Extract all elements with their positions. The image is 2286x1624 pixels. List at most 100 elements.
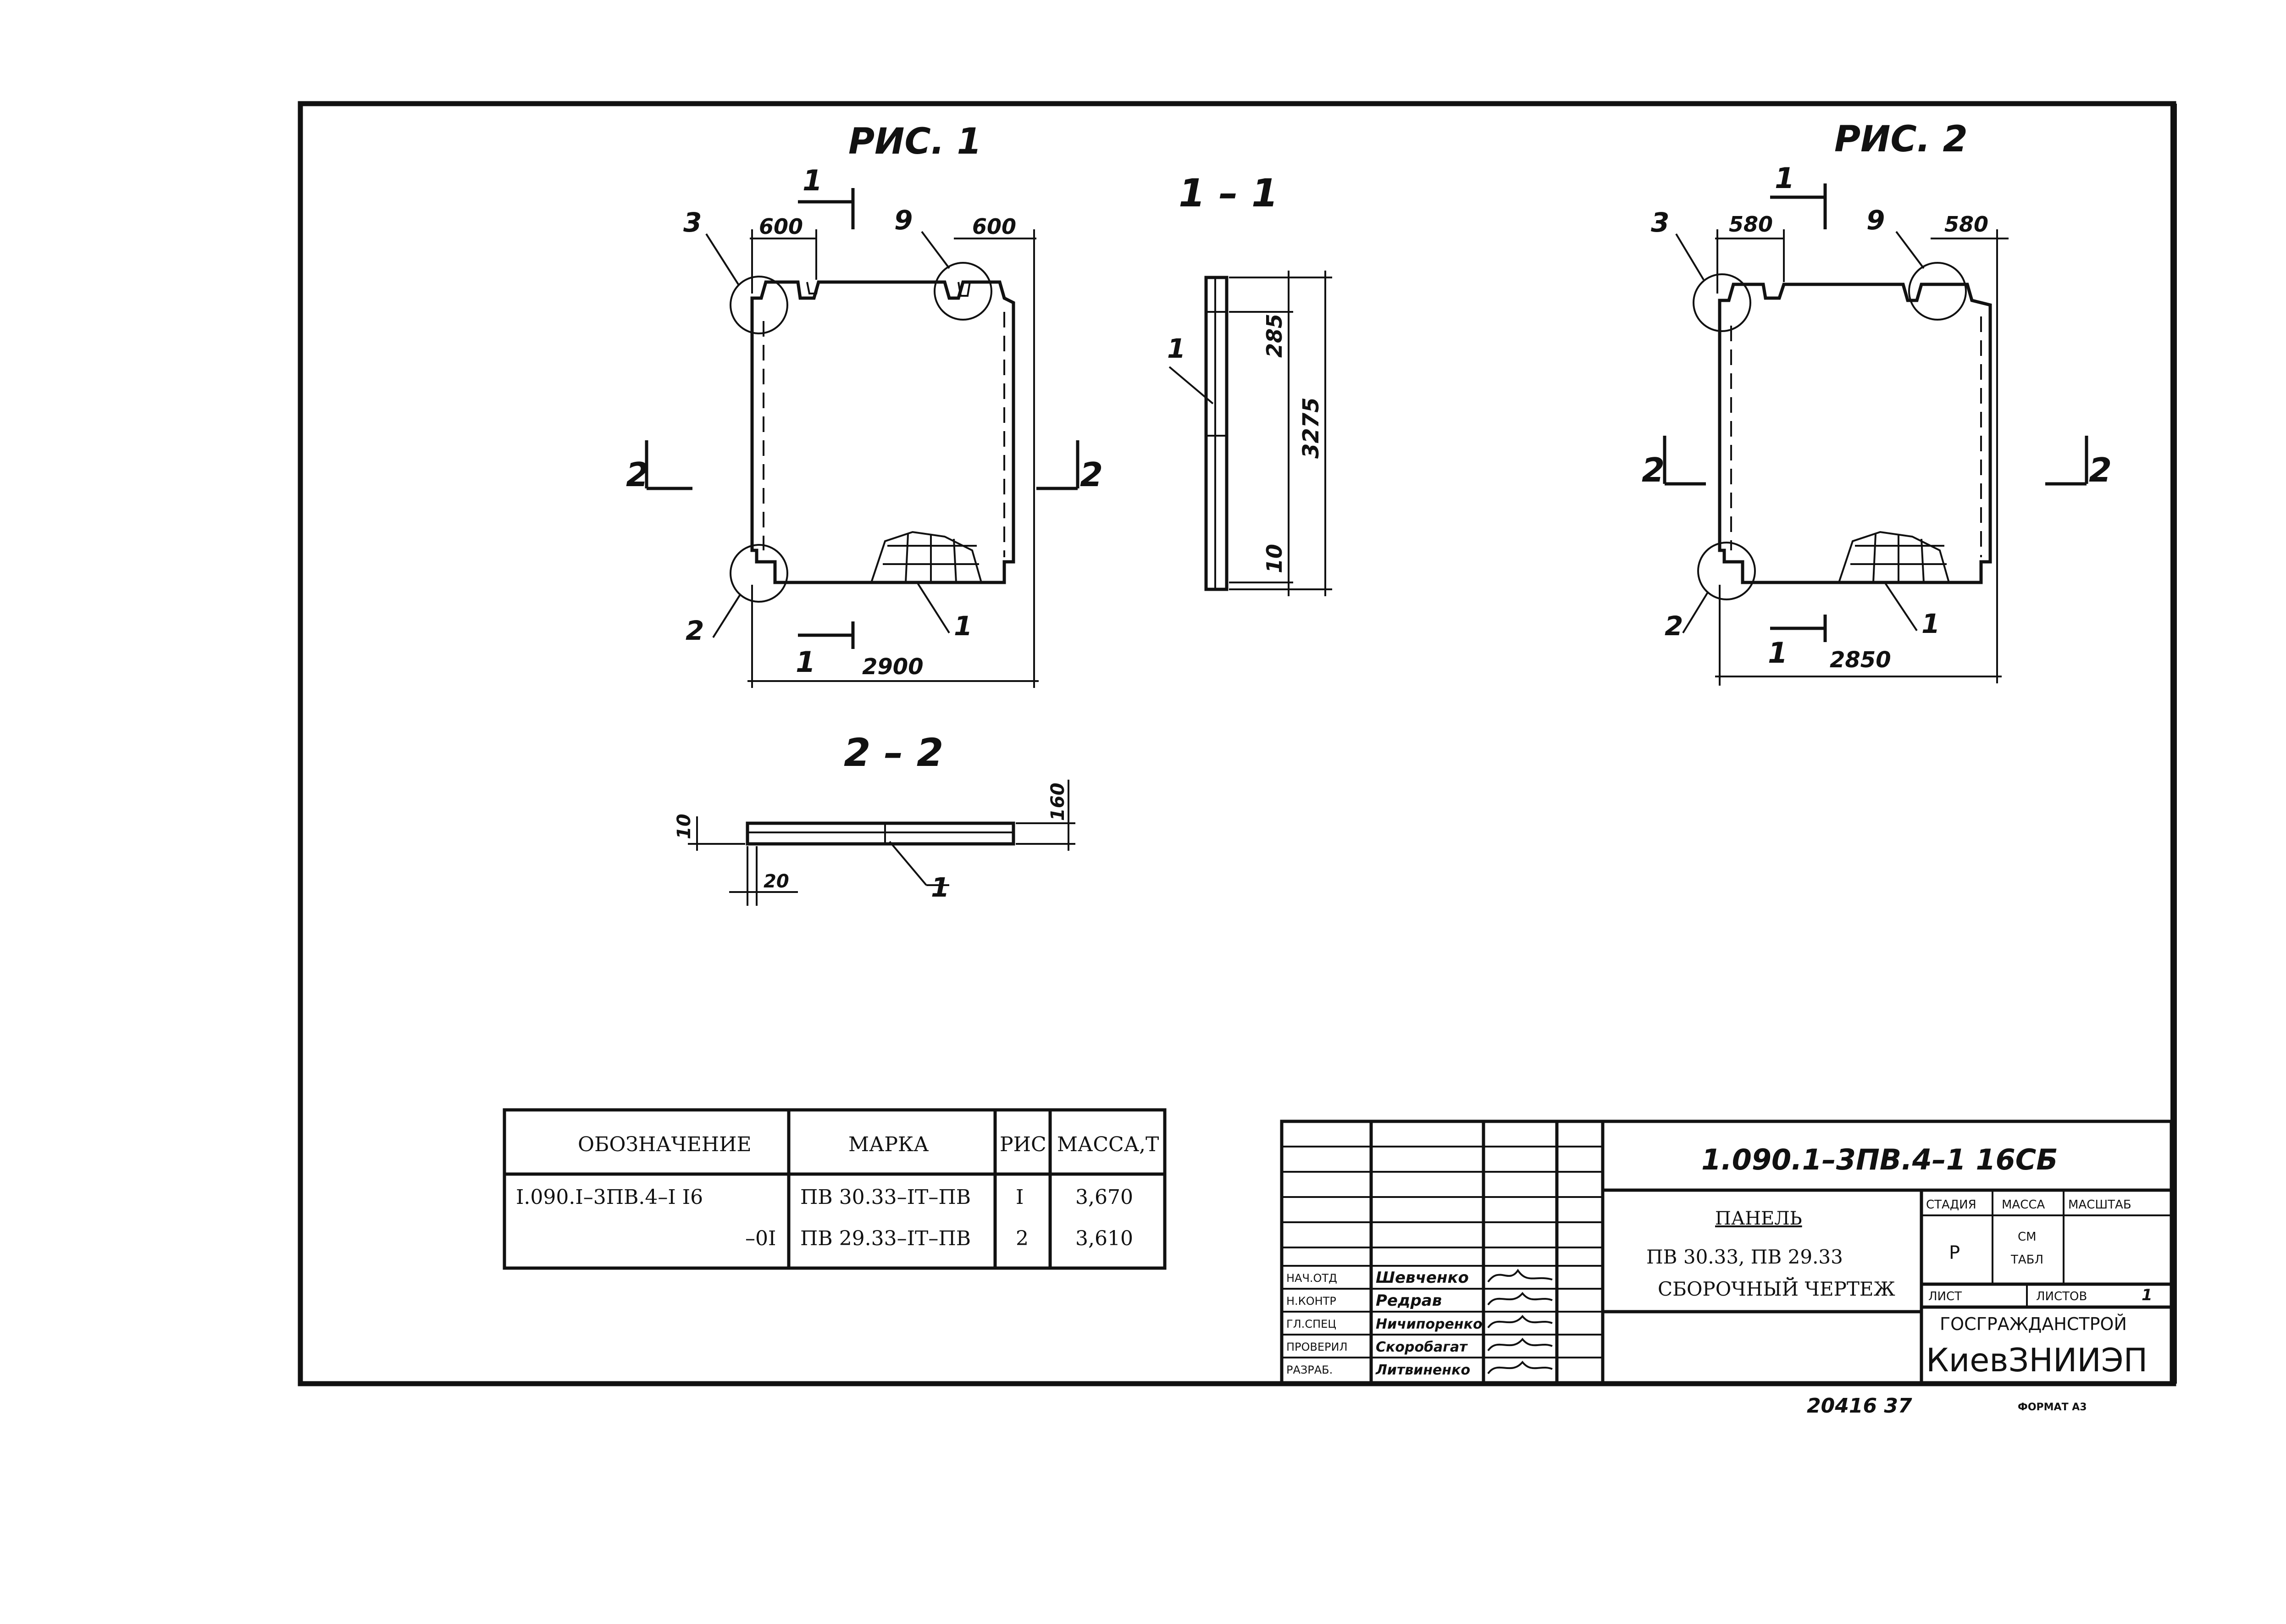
signature-scribble	[1487, 1360, 1553, 1375]
row1-mass: 3,670	[1075, 1186, 1133, 1209]
dim-3275: 3275	[1298, 397, 1324, 459]
row2-fig: 2	[1016, 1227, 1029, 1250]
callout-9: 9	[1866, 205, 1885, 236]
mass-label: МАССА	[2002, 1198, 2045, 1212]
leader	[1884, 582, 1918, 632]
doc-code: 1.090.1–3ПВ.4–1 16СБ	[1701, 1143, 2058, 1176]
leader	[712, 593, 742, 638]
section-2-2-title: 2 – 2	[844, 730, 943, 775]
side-mark-right: 2	[2089, 451, 2112, 489]
section-mark-bottom: 1	[1768, 636, 1788, 670]
dim-10: 10	[1262, 544, 1287, 573]
row2-mass: 3,610	[1075, 1227, 1133, 1250]
dim-160: 160	[1047, 783, 1068, 821]
mesh-line	[953, 538, 957, 583]
figure-1-title: РИС. 1	[848, 121, 982, 162]
sig-role-4: ПРОВЕРИЛ	[1286, 1341, 1348, 1353]
signature-scribble	[1487, 1337, 1553, 1352]
mesh-line	[1872, 534, 1876, 583]
callout-2: 2	[1665, 610, 1683, 642]
detail-circle-2	[730, 544, 788, 603]
leader	[921, 231, 950, 269]
sig-role-3: ГЛ.СПЕЦ	[1286, 1318, 1336, 1330]
sig-name-4: Скоробагат	[1376, 1339, 1468, 1355]
sheets-value: 1	[2142, 1286, 2153, 1304]
signature-scribble	[1487, 1291, 1553, 1306]
section-1-1-callout: 1	[1167, 333, 1185, 364]
leader	[916, 582, 950, 634]
title-block: НАЧ.ОТД Шевченко Н.КОНТР Редрав ГЛ.СПЕЦ …	[1280, 1120, 2173, 1385]
sig-role-1: НАЧ.ОТД	[1286, 1272, 1337, 1285]
detail-circle-3	[730, 276, 788, 334]
panel-1-notch-right	[958, 282, 971, 297]
mass-value-2: ТАБЛ	[2010, 1253, 2043, 1267]
dim-bottom: 2900	[862, 654, 924, 680]
header-designation: ОБОЗНАЧЕНИЕ	[578, 1133, 752, 1156]
leader	[1675, 233, 1705, 281]
name-line2: ПВ 30.33, ПВ 29.33	[1646, 1246, 1843, 1268]
panel-1-mesh	[870, 531, 982, 583]
header-fig: РИС	[1000, 1133, 1046, 1156]
panel-2-mesh	[1838, 531, 1950, 583]
dim-bottom: 2850	[1830, 647, 1891, 673]
mesh-line	[1921, 538, 1925, 583]
spec-table: ОБОЗНАЧЕНИЕ МАРКА РИС МАССА,Т I.090.I–3П…	[503, 1108, 1167, 1270]
leader	[1895, 231, 1925, 269]
figure-2-title: РИС. 2	[1834, 119, 1968, 160]
name-line1: ПАНЕЛЬ	[1715, 1208, 1802, 1229]
panel-1-outline	[750, 280, 1015, 584]
sig-name-1: Шевченко	[1376, 1269, 1469, 1287]
sig-role-5: РАЗРАБ.	[1286, 1363, 1333, 1376]
spec-table-border	[503, 1108, 1167, 1270]
header-mass: МАССА,Т	[1057, 1133, 1159, 1156]
dim-20: 20	[764, 871, 789, 892]
callout-3: 3	[1651, 207, 1669, 238]
mass-value-1: СМ	[2018, 1230, 2037, 1244]
signature-scribble	[1487, 1269, 1553, 1283]
section-mark-bottom: 1	[796, 645, 815, 679]
callout-3: 3	[683, 207, 702, 238]
panel-1-notch-left	[806, 282, 819, 294]
section-2-2: 2 – 2 10 160 20 1	[674, 730, 1075, 906]
detail-circle-9	[934, 262, 992, 321]
sheets-label: ЛИСТОВ	[2036, 1290, 2087, 1303]
section-2-2-callout: 1	[931, 872, 949, 903]
row2-mark: ПВ 29.33–IТ–ПВ	[800, 1227, 971, 1250]
callout-1: 1	[954, 610, 972, 642]
detail-circle-3	[1693, 273, 1751, 332]
side-mark-left: 2	[626, 455, 649, 494]
scale-label: МАСШТАБ	[2068, 1198, 2131, 1212]
section-1-1: 1 – 1 285 3275 10 1	[1167, 171, 1332, 596]
figure-1: РИС. 1 600 600 2900 3 9 2	[626, 121, 1103, 688]
callout-2: 2	[686, 615, 704, 646]
section-2-2-body	[746, 821, 1015, 846]
section-1-1-title: 1 – 1	[1179, 171, 1278, 216]
panel-2-outline	[1718, 283, 1992, 584]
section-1-1-body	[1204, 276, 1229, 591]
dim-285: 285	[1262, 314, 1287, 358]
dim-right-top: 580	[1944, 212, 1988, 237]
dim-right-top: 600	[972, 214, 1016, 239]
section-mark-top: 1	[1775, 161, 1794, 195]
org-line2: КиевЗНИИЭП	[1926, 1341, 2148, 1379]
row1-mark: ПВ 30.33–IТ–ПВ	[800, 1186, 971, 1209]
name-line3: СБОРОЧНЫЙ ЧЕРТЕЖ	[1658, 1276, 1895, 1300]
side-mark-left: 2	[1642, 451, 1665, 489]
section-mark-top: 1	[803, 164, 822, 197]
leader	[705, 233, 739, 285]
leader	[1168, 366, 1214, 405]
dim-left-top: 600	[759, 214, 803, 239]
row1-designation: I.090.I–3ПВ.4–I I6	[516, 1186, 703, 1209]
figure-2: РИС. 2 580 580 2850 3 9 2 1 1	[1642, 119, 2112, 686]
stage-label: СТАДИЯ	[1926, 1198, 1976, 1212]
signature-scribble	[1487, 1314, 1553, 1329]
sheet-label: ЛИСТ	[1928, 1290, 1962, 1303]
side-mark-right: 2	[1080, 455, 1103, 494]
dim-left-top: 580	[1729, 212, 1773, 237]
title-block-border	[1280, 1120, 2173, 1385]
row2-designation: –0I	[745, 1227, 776, 1250]
header-mark: МАРКА	[848, 1133, 929, 1156]
detail-circle-2	[1697, 542, 1756, 600]
sig-name-5: Литвиненко	[1375, 1362, 1470, 1378]
